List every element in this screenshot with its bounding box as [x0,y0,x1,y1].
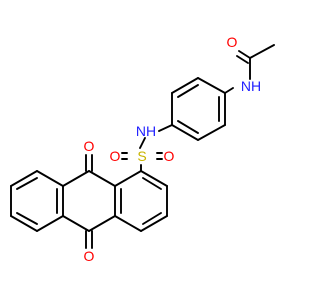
bond-ring-nh [158,124,173,132]
sulfur-label: S [137,148,146,164]
aq-bond [140,215,168,232]
background [0,0,300,300]
aq-bond [62,215,90,232]
aq-bond [62,170,90,187]
atom-labels: O NH NH S O O O O [84,34,262,264]
aq-inner-double [16,212,38,225]
sulfonyl-oxygen-left-label: O [110,148,121,164]
ring-inner-double [177,120,199,134]
sulfonamide-nh-label: NH [136,123,156,139]
aq-bond [88,215,116,232]
aq-inner-double [142,177,162,190]
aq-bond [114,170,142,187]
aq-bond [10,215,38,232]
aq-inner-double [16,177,38,190]
molecule-structure: O NH NH S O O O O [0,0,300,300]
aq-bond [140,170,168,187]
oxygen-acetyl-label: O [227,34,238,50]
bond-n-ring [224,87,234,94]
sulfonyl-oxygen-right-label: O [164,148,175,164]
bond-nh-s [139,137,146,149]
amide-nh-label: NH [241,78,261,94]
bonds [10,44,275,249]
aq-bond [114,215,142,232]
ring-inner-double [177,84,199,98]
ring-bond [171,124,199,141]
ketone-oxygen-bottom-label: O [84,248,95,264]
aq-bond [10,170,38,187]
aq-bond [88,170,116,187]
ring-bond [197,124,226,141]
ring-bond [171,77,199,94]
bond-methyl-carbonyl [249,44,275,59]
bond-carbonyl-o [238,50,251,59]
aq-bond [36,215,64,232]
aq-bond [36,170,64,187]
bond-carbonyl-o-double [236,55,249,64]
ketone-oxygen-top-label: O [84,138,95,154]
aq-inner-double [142,212,162,225]
ring-bond [197,77,226,94]
